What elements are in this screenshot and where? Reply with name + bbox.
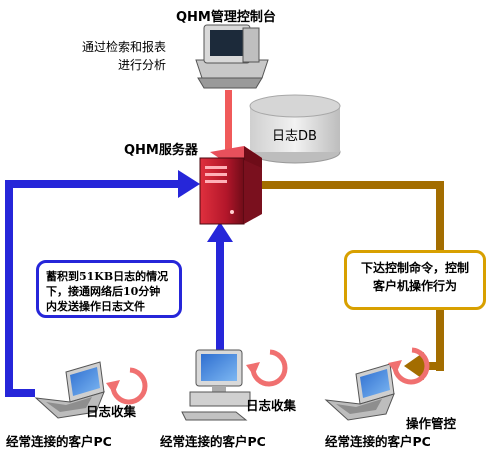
control-note-line: 客户机操作行为 — [372, 279, 457, 293]
laptop-icon — [34, 361, 105, 419]
server-tower-icon — [199, 146, 262, 225]
client-action-label: 日志收集 — [246, 398, 297, 413]
client-pc-label: 经常连接的客户PC — [160, 434, 266, 449]
client-action-label: 日志收集 — [86, 404, 137, 419]
refresh-cycle-icon — [388, 347, 430, 385]
left-client-upload-arrow — [5, 170, 200, 397]
upload-note-line: 蓄积到51KB日志的情况 — [46, 270, 169, 283]
analysis-note-line: 进行分析 — [118, 58, 167, 72]
control-note-line: 下达控制命令，控制 — [360, 261, 469, 275]
refresh-cycle-icon — [246, 349, 288, 387]
upload-condition-note: 蓄积到51KB日志的情况 下，接通网络后10分钟 内发送操作日志文件 — [36, 260, 182, 318]
analysis-note: 通过检索和报表 进行分析 — [82, 38, 166, 74]
upload-note-line: 下，接通网络后10分钟 — [46, 285, 161, 298]
upload-note-line: 内发送操作日志文件 — [46, 300, 145, 313]
client-pc-label: 经常连接的客户PC — [325, 434, 431, 449]
desktop-pc-icon — [181, 349, 251, 421]
desktop-monitor-icon — [195, 24, 269, 89]
refresh-cycle-icon — [106, 367, 148, 405]
client-pc-label: 经常连接的客户PC — [6, 434, 112, 449]
laptop-icon — [324, 363, 395, 421]
analysis-note-line: 通过检索和报表 — [82, 40, 167, 54]
database-cylinder-icon — [249, 94, 341, 164]
middle-client-upload-arrow — [207, 222, 233, 355]
server-label: QHM服务器 — [124, 143, 198, 158]
control-command-note: 下达控制命令，控制 客户机操作行为 — [344, 250, 486, 310]
console-label: QHM管理控制台 — [176, 10, 276, 25]
client-action-label: 操作管控 — [406, 416, 457, 431]
console-server-link — [225, 90, 232, 152]
database-label: 日志DB — [272, 129, 317, 144]
